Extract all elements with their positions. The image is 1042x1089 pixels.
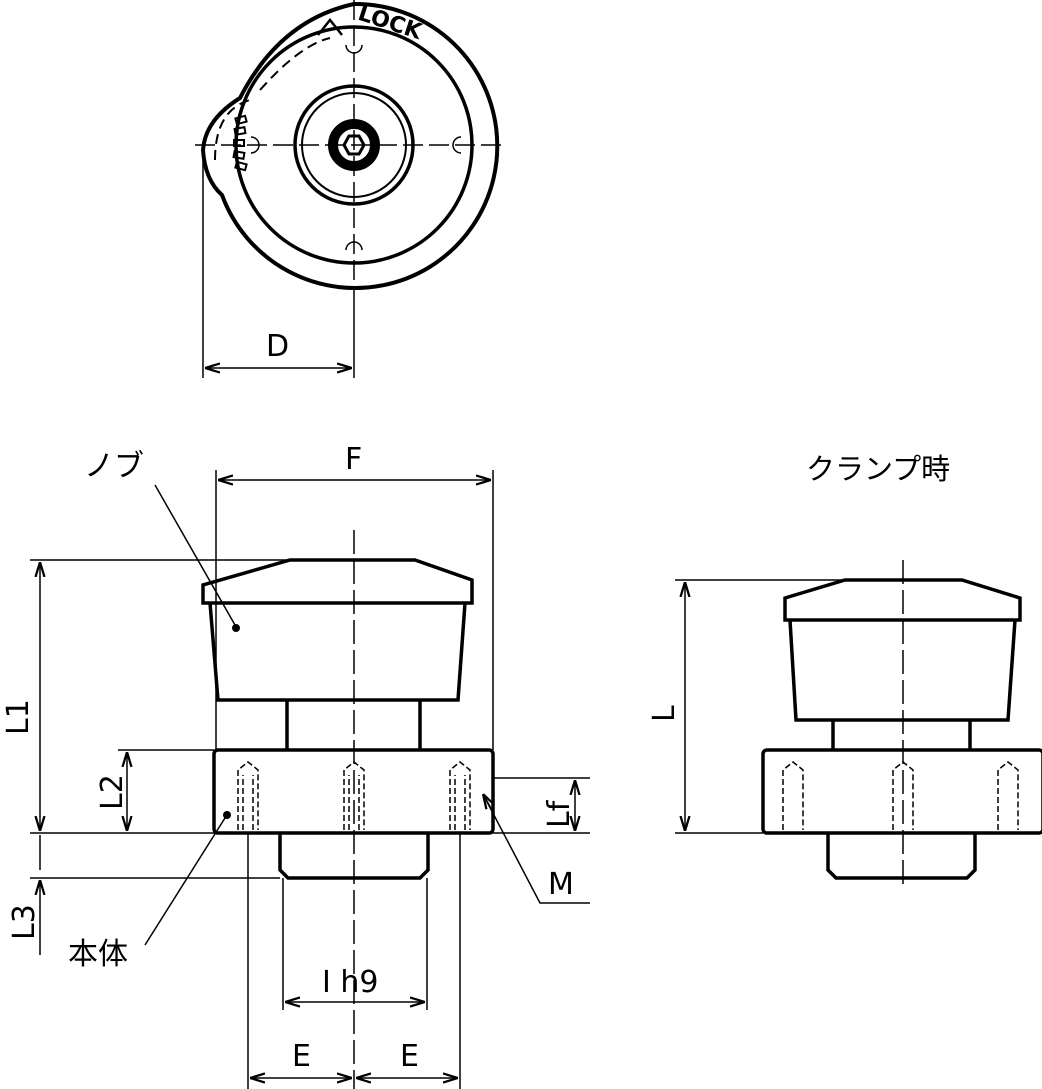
dim-Ih9-label: I h9	[322, 965, 379, 1000]
dim-L1-label: L1	[1, 699, 36, 735]
dim-E-right-label: E	[400, 1039, 419, 1074]
dim-L-label: L	[647, 705, 682, 722]
dim-F-label: F	[345, 442, 363, 477]
dim-Lf-label: Lf	[542, 800, 577, 828]
dim-D-label: D	[266, 329, 290, 364]
clamp-view-title: クランプ時	[806, 452, 951, 486]
clamp-view	[675, 560, 1042, 890]
top-view: LOCK	[195, 0, 505, 378]
knob-label: ノブ	[84, 449, 144, 484]
side-view	[30, 470, 590, 1089]
thread-M-label: M	[548, 867, 574, 902]
dim-L3-label: L3	[7, 904, 42, 940]
dim-E-left-label: E	[292, 1039, 311, 1074]
dim-L2-label: L2	[95, 774, 130, 810]
body-label: 本体	[68, 937, 128, 972]
